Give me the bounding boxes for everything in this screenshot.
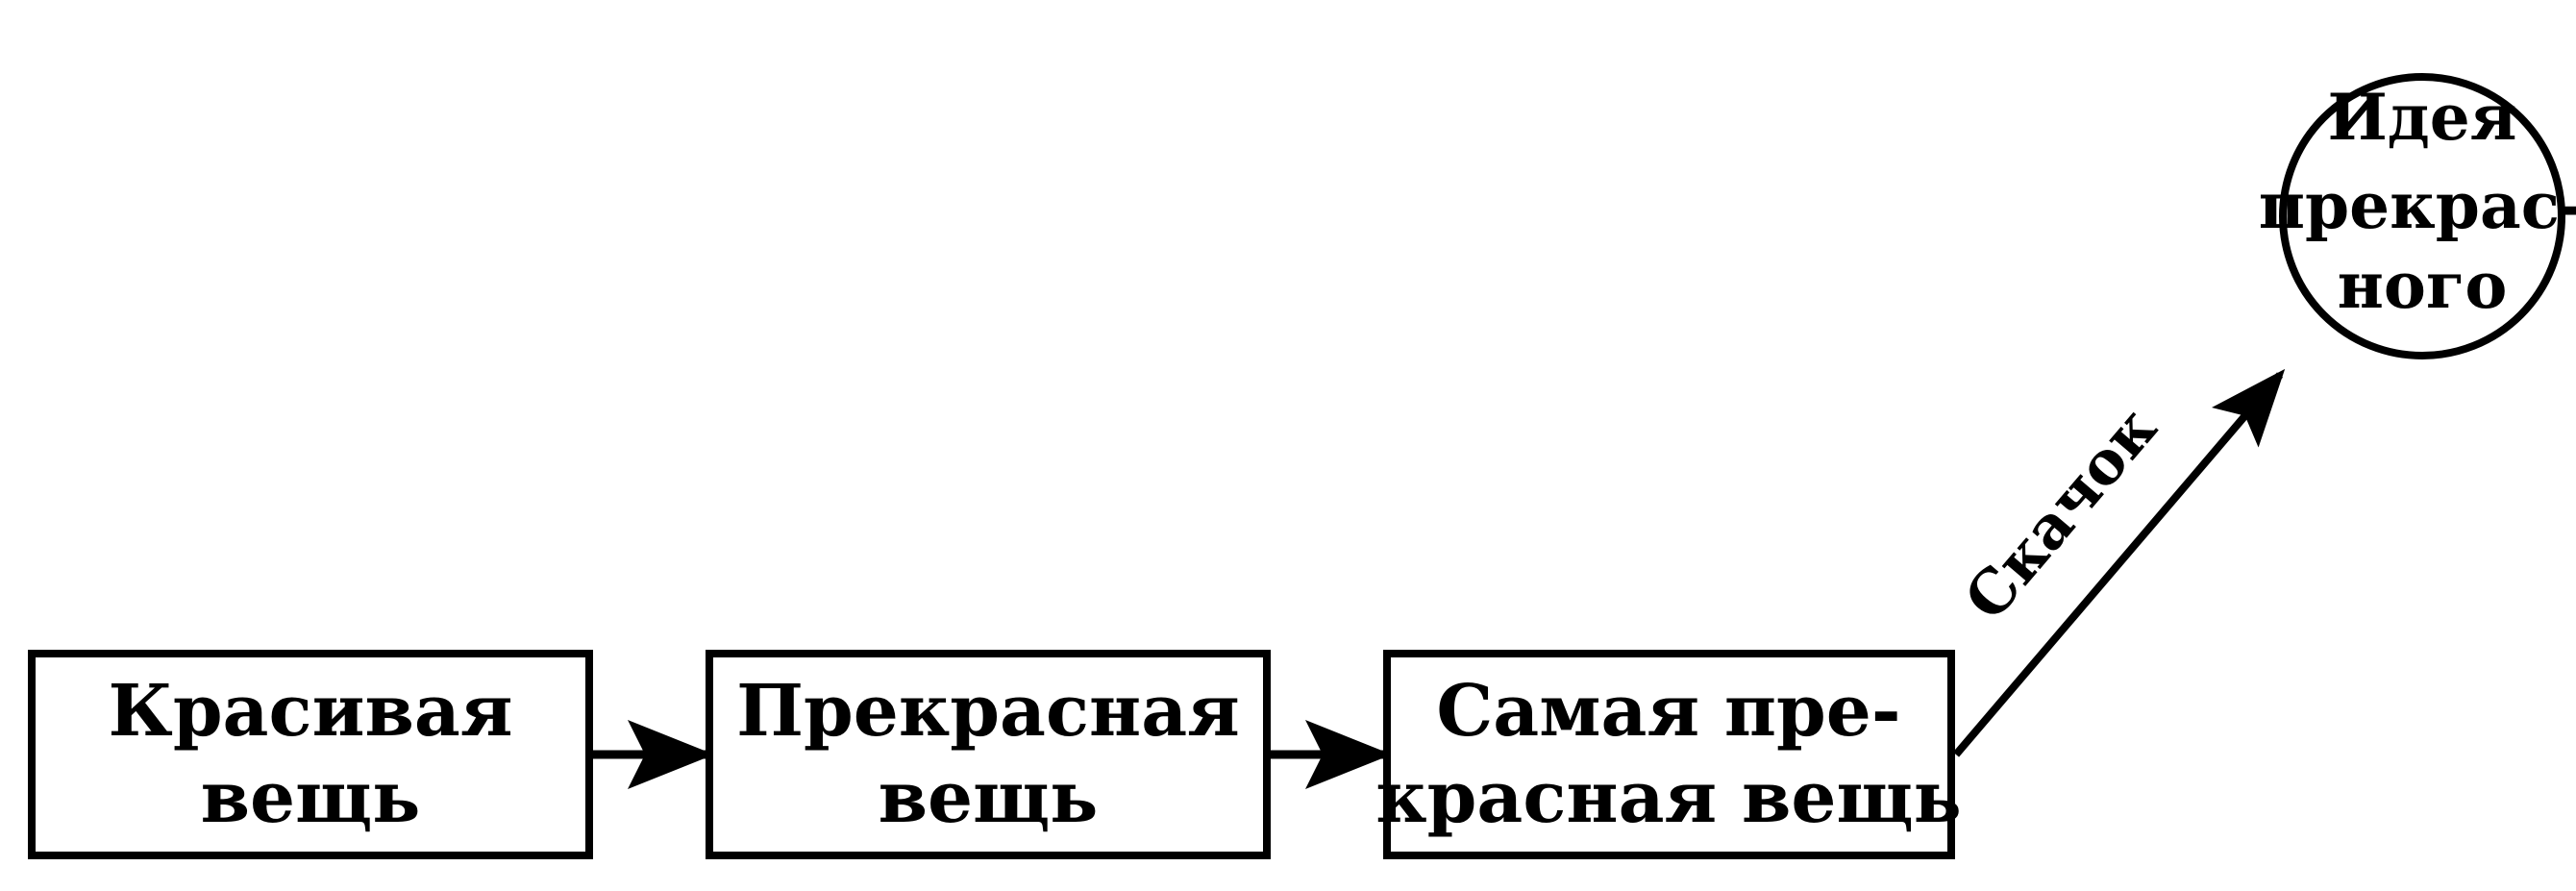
node-splendid-thing-line2: вещь <box>879 756 1099 839</box>
node-splendid-thing: Прекрасная вещь <box>706 650 1271 859</box>
node-most-splendid-thing-line2: красная вещь <box>1375 756 1962 839</box>
node-beautiful-thing: Красивая вещь <box>28 650 593 859</box>
node-idea-of-beauty-line1: Идея <box>2327 80 2516 155</box>
node-idea-of-beauty-frame <box>2279 73 2565 359</box>
node-idea-of-beauty-line3: ного <box>2338 248 2508 323</box>
node-idea-of-beauty: Идея прекрас- ного <box>2259 73 2576 359</box>
node-most-splendid-thing: Самая пре- красная вещь <box>1375 650 1962 859</box>
leap-label: Скачок <box>1951 393 2170 633</box>
arrow-leap-to-idea <box>1952 368 2286 757</box>
node-most-splendid-thing-line1: Самая пре- <box>1436 670 1900 753</box>
node-beautiful-thing-frame <box>28 650 593 859</box>
node-beautiful-thing-line2: вещь <box>201 756 421 839</box>
node-splendid-thing-line1: Прекрасная <box>736 670 1240 753</box>
node-beautiful-thing-line1: Красивая <box>109 670 513 753</box>
node-most-splendid-thing-frame <box>1383 650 1955 859</box>
node-idea-of-beauty-line2: прекрас- <box>2259 168 2576 243</box>
node-splendid-thing-frame <box>706 650 1271 859</box>
